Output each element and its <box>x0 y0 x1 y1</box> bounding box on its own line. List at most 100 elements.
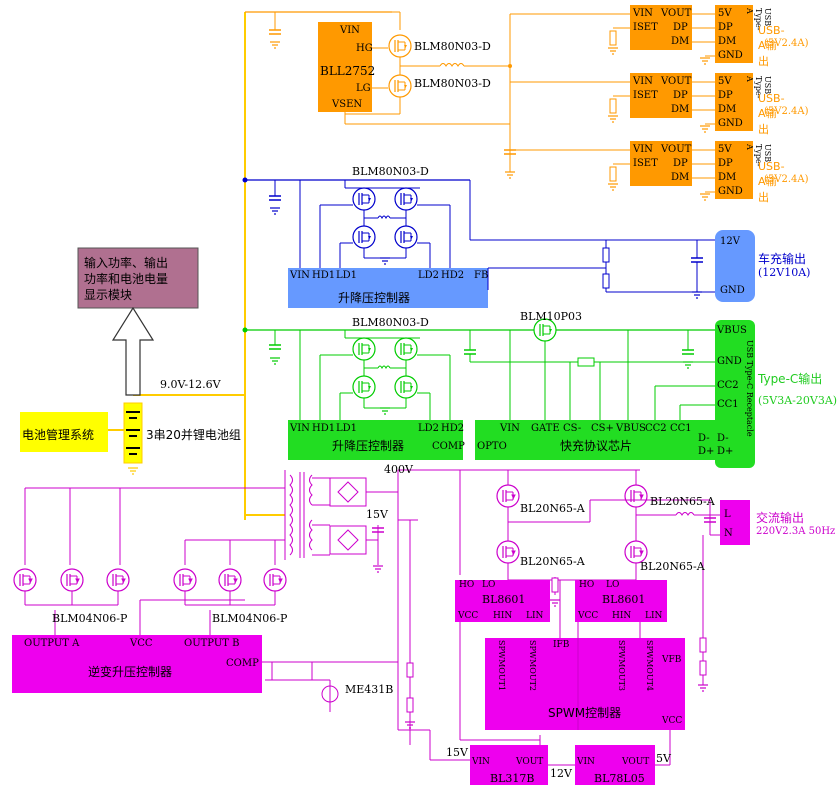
qc-pin-cc2: CC2 <box>645 423 667 434</box>
hs-mosfet-label: BLM80N03-D <box>414 40 491 53</box>
inverter-section <box>13 469 470 761</box>
battery-voltage: 9.0V-12.6V <box>160 378 221 391</box>
qc-pin-cs-plus: CS+ <box>591 423 614 434</box>
typec-pin-hd1: HD1 <box>312 423 336 434</box>
car-gnd-pin: GND <box>720 285 745 296</box>
car-pin-hd1: HD1 <box>312 270 336 281</box>
inverter-15v: 15V <box>366 508 388 521</box>
hbridge-q1-label: BL20N65-A <box>520 502 585 515</box>
car-pin-fb: FB <box>474 270 489 281</box>
driver1-ho: HO <box>459 580 475 590</box>
bl8601-driver-2 <box>575 580 667 622</box>
port2-dm: DM <box>671 104 690 115</box>
qc-pin-vbus: VBUS <box>616 423 646 434</box>
qc-pin-gate: GATE <box>531 423 560 434</box>
typec-pin-ld1: LD1 <box>336 423 358 434</box>
reg1-vin: VIN <box>472 757 490 767</box>
bll2752-chip <box>318 22 372 112</box>
typec-conn-gnd: GND <box>717 356 742 367</box>
inverter-pin-comp: COMP <box>226 658 259 669</box>
typec-section <box>245 318 755 468</box>
typec-controller-title: 升降压控制器 <box>332 439 405 453</box>
spwm-pin-ifb: IFB <box>553 640 570 650</box>
typec-pin-vin: VIN <box>290 423 310 434</box>
port3-dp: DP <box>673 158 688 169</box>
driver2-ho: HO <box>579 580 595 590</box>
inverter-mosfet-label-a: BLM04N06-P <box>52 612 128 625</box>
port1-dp: DP <box>673 22 688 33</box>
driver1-title: BL8601 <box>482 593 526 606</box>
typec-pin-comp: COMP <box>432 441 465 452</box>
driver2-lin: LIN <box>645 611 663 621</box>
typec-conn-cc1: CC1 <box>717 399 739 410</box>
driver2-title: BL8601 <box>602 593 646 606</box>
bll2752-title: BLL2752 <box>320 64 376 78</box>
qc-pin-dminus: D- <box>698 433 710 444</box>
driver1-vcc: VCC <box>458 611 479 621</box>
car-controller-title: 升降压控制器 <box>338 291 411 305</box>
typec-conn-cc2: CC2 <box>717 380 739 391</box>
inverter-controller-chip <box>12 635 262 693</box>
display-line-2: 功率和电池电量 <box>84 272 169 286</box>
inverter-pin-outa: OUTPUT A <box>24 638 80 649</box>
spwm-pin-vcc: VCC <box>662 716 683 726</box>
inverter-400v: 400V <box>384 463 413 476</box>
spwm-controller-chip <box>485 638 685 730</box>
bll2752-lg-pin: LG <box>356 83 371 94</box>
bl78l05-regulator <box>575 745 655 785</box>
typec-output-sub: (5V3A-20V3A) <box>758 394 838 407</box>
spwm-pin-out2: SPWMOUT2 <box>528 640 537 692</box>
port2-sub: (5V2.4A) <box>764 106 809 117</box>
car-pin-hd2: HD2 <box>441 270 465 281</box>
port3-vin: VIN <box>633 144 653 155</box>
port3-dm: DM <box>671 172 690 183</box>
port2-vout: VOUT <box>661 76 692 87</box>
reg1-vout: VOUT <box>516 757 544 767</box>
port3-title: USB-A输出 <box>758 160 785 204</box>
port1-vin: VIN <box>633 8 653 19</box>
port1-iset: ISET <box>633 22 658 33</box>
typec-mosfet-label: BLM80N03-D <box>352 316 429 329</box>
reg2-vin: VIN <box>577 757 595 767</box>
battery-icon <box>123 402 143 475</box>
port1-conn: USB Type-A <box>745 8 772 31</box>
reg-5v-label: 5V <box>656 752 671 765</box>
inverter-pin-vcc: VCC <box>130 638 153 649</box>
inverter-pin-outb: OUTPUT B <box>184 638 240 649</box>
qc-protocol-chip <box>475 420 715 460</box>
display-line-1: 输入功率、输出 <box>84 256 169 270</box>
port1-pdm: DM <box>718 36 737 47</box>
port2-dp: DP <box>673 90 688 101</box>
typec-pin-hd2: HD2 <box>441 423 465 434</box>
bms-label: 电池管理系统 <box>22 428 95 442</box>
port2-pdm: DM <box>718 104 737 115</box>
bll2752-vin-pin: VIN <box>340 25 360 36</box>
reg-15v-label: 15V <box>446 746 468 759</box>
qc-pin-cs-minus: CS- <box>563 423 582 434</box>
typec-output-title: Type-C输出 <box>758 372 823 386</box>
reg1-title: BL317B <box>490 772 535 785</box>
port1-5v: 5V <box>718 8 732 19</box>
typec-pin-ld2: LD2 <box>418 423 440 434</box>
spwm-pin-out3: SPWMOUT3 <box>617 640 626 692</box>
ls-mosfet-label: BLM80N03-D <box>414 77 491 90</box>
driver2-lo: LO <box>606 580 620 590</box>
port2-5v: 5V <box>718 76 732 87</box>
spwm-pin-out1: SPWMOUT1 <box>497 640 506 692</box>
port3-vout: VOUT <box>661 144 692 155</box>
car-controller-chip <box>288 268 488 308</box>
car-mosfet-label: BLM80N03-D <box>352 165 429 178</box>
port3-gnd: GND <box>718 186 743 197</box>
inverter-controller-title: 逆变升压控制器 <box>88 665 173 679</box>
ac-n-pin: N <box>724 528 733 539</box>
port3-sub: (5V2.4A) <box>764 174 809 185</box>
port3-5v: 5V <box>718 144 732 155</box>
driver1-hin: HIN <box>493 611 513 621</box>
qc-pin-dplus: D+ <box>698 446 715 457</box>
reg-12v-label: 12V <box>550 767 572 780</box>
port3-iset: ISET <box>633 158 658 169</box>
qc-pin-vin: VIN <box>500 423 520 434</box>
display-line-3: 显示模块 <box>84 288 133 302</box>
typec-controller-chip <box>288 420 463 460</box>
